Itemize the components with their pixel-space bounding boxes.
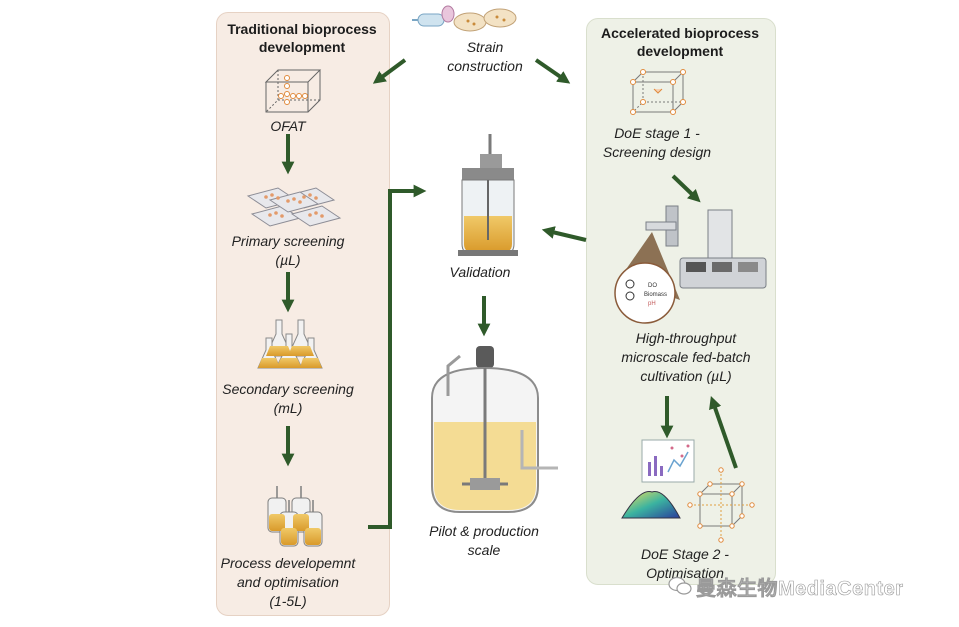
- doe2-line-2: Optimisation: [646, 565, 724, 581]
- htp-line-2: microscale fed-batch: [621, 349, 751, 365]
- accelerated-title: Accelerated bioprocess development: [586, 24, 774, 60]
- ofat-line-1: OFAT: [270, 118, 306, 134]
- microplates-icon: [246, 187, 342, 227]
- traditional-title-line2: development: [258, 39, 346, 55]
- traditional-title: Traditional bioprocess development: [216, 20, 388, 56]
- ofat-cube-icon: [264, 69, 322, 113]
- process-line-2: and optimisation: [237, 574, 339, 590]
- arrow-process-to-validation: [368, 184, 427, 529]
- sensor-label-biomass: Biomass: [644, 292, 667, 298]
- htp-line-3: cultivation (µL): [640, 368, 732, 384]
- strain-line-2: construction: [447, 58, 523, 74]
- arrow-doe2-to-htp: [709, 395, 738, 469]
- primary-line-2: (µL): [275, 252, 301, 268]
- label-primary-screening: Primary screening (µL): [218, 232, 358, 270]
- accelerated-title-line1: Accelerated bioprocess: [601, 25, 759, 41]
- label-process-development: Process developemnt and optimisation (1-…: [214, 554, 362, 611]
- process-line-1: Process developemnt: [220, 555, 356, 571]
- secondary-line-2: (mL): [273, 400, 303, 416]
- shake-flasks-icon: [257, 319, 323, 369]
- doe-optimisation-cube-icon: [687, 467, 755, 543]
- arrow-htp-to-validation: [541, 226, 587, 242]
- results-plots-icon: [641, 439, 695, 483]
- sensor-label-ph: pH: [648, 301, 656, 307]
- robotic-platform-icon: DO Biomass pH: [614, 205, 767, 324]
- label-high-throughput: High-throughput microscale fed-batch cul…: [600, 329, 772, 386]
- wechat-icon: [668, 576, 692, 595]
- accelerated-title-line2: development: [636, 43, 724, 59]
- label-doe-stage-1: DoE stage 1 - Screening design: [592, 124, 722, 162]
- traditional-title-line1: Traditional bioprocess: [227, 21, 377, 37]
- watermark-text: 曼森生物MediaCenter: [696, 578, 904, 601]
- pilot-line-1: Pilot & production: [429, 523, 539, 539]
- doe1-line-2: Screening design: [602, 144, 712, 160]
- sensor-label-do: DO: [648, 283, 657, 289]
- label-secondary-screening: Secondary screening (mL): [212, 380, 364, 418]
- arrow-strain-to-accelerated: [534, 58, 571, 84]
- arrow-strain-to-traditional: [372, 58, 407, 84]
- bench-bioreactors-icon: [267, 486, 323, 547]
- label-ofat: OFAT: [238, 117, 338, 136]
- label-strain-construction: Strain construction: [430, 38, 540, 76]
- validation-line-1: Validation: [449, 264, 511, 280]
- flow-arrows: [281, 58, 738, 529]
- primary-line-1: Primary screening: [231, 233, 345, 249]
- process-line-3: (1-5L): [269, 593, 307, 609]
- strain-line-1: Strain: [466, 39, 504, 55]
- doe1-line-1: DoE stage 1 -: [614, 125, 700, 141]
- label-doe-stage-2: DoE Stage 2 - Optimisation: [620, 545, 750, 583]
- secondary-line-1: Secondary screening: [222, 381, 354, 397]
- doe2-line-1: DoE Stage 2 -: [641, 546, 729, 562]
- pilot-line-2: scale: [467, 542, 501, 558]
- htp-line-1: High-throughput: [635, 330, 737, 346]
- validation-bioreactor-icon: [458, 134, 518, 256]
- arrow-doe1-to-htp: [671, 174, 701, 203]
- response-surface-icon: [621, 491, 681, 519]
- label-pilot-production: Pilot & production scale: [414, 522, 554, 560]
- production-vessel-icon: [431, 346, 558, 513]
- label-validation: Validation: [430, 263, 530, 282]
- strain-construction-icon: [412, 5, 517, 32]
- doe-screening-cube-icon: [630, 69, 686, 115]
